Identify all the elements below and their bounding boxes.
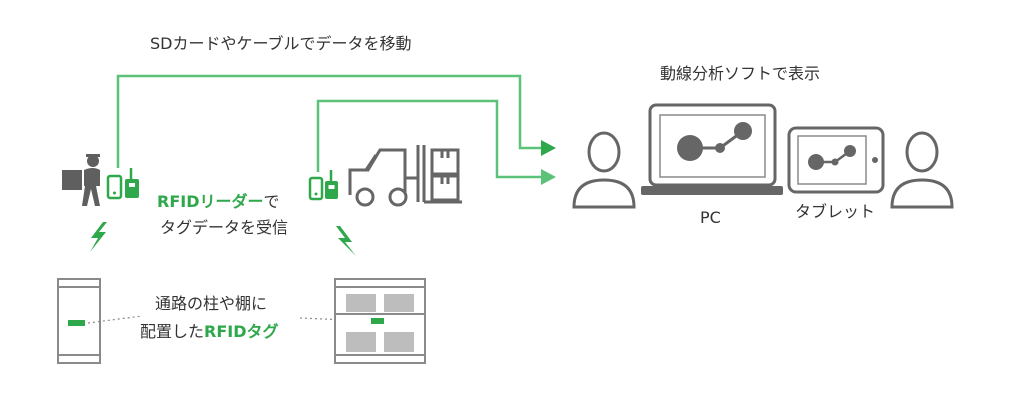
rfid-tag-icon [371,318,384,324]
network-graph-icon [677,122,752,161]
network-graph-icon [808,145,856,170]
rfid-tag-icon [68,320,85,326]
reader-caption-line2: タグデータを受信 [160,218,288,237]
flow-line-forklift [316,99,542,179]
flow-line-worker [116,74,542,168]
tag-prefix: 配置した [140,322,204,341]
flow-arrow-top [541,140,556,156]
flow-arrow-bottom [541,169,556,185]
person-icon [890,131,954,209]
pc-label: PC [700,208,721,227]
reader-caption-line1: RFIDリーダーで [157,192,280,211]
tablet-label: タブレット [795,202,875,221]
worker-icon [62,154,100,206]
data-flow-lines [116,74,556,185]
lightning-icon [336,226,356,256]
reader-highlight: RFIDリーダー [157,192,264,211]
reader-suffix: で [264,192,280,211]
tag-caption-line1: 通路の柱や棚に [155,294,267,313]
laptop-icon [641,103,783,195]
forklift-icon [348,145,462,207]
transfer-label: SDカードやケーブルでデータを移動 [150,34,412,53]
shelf-icon [334,278,426,364]
analysis-label: 動線分析ソフトで表示 [660,64,820,83]
tag-highlight: RFIDタグ [204,322,279,341]
tablet-icon [787,126,885,194]
person-icon [572,131,636,209]
tag-pointer-left [87,315,143,324]
handheld-reader-icon [106,168,139,200]
pillar-icon [57,278,101,364]
lightning-icon [90,222,107,252]
tag-caption-line2: 配置したRFIDタグ [140,322,279,341]
handheld-reader-icon-forklift [308,170,338,201]
